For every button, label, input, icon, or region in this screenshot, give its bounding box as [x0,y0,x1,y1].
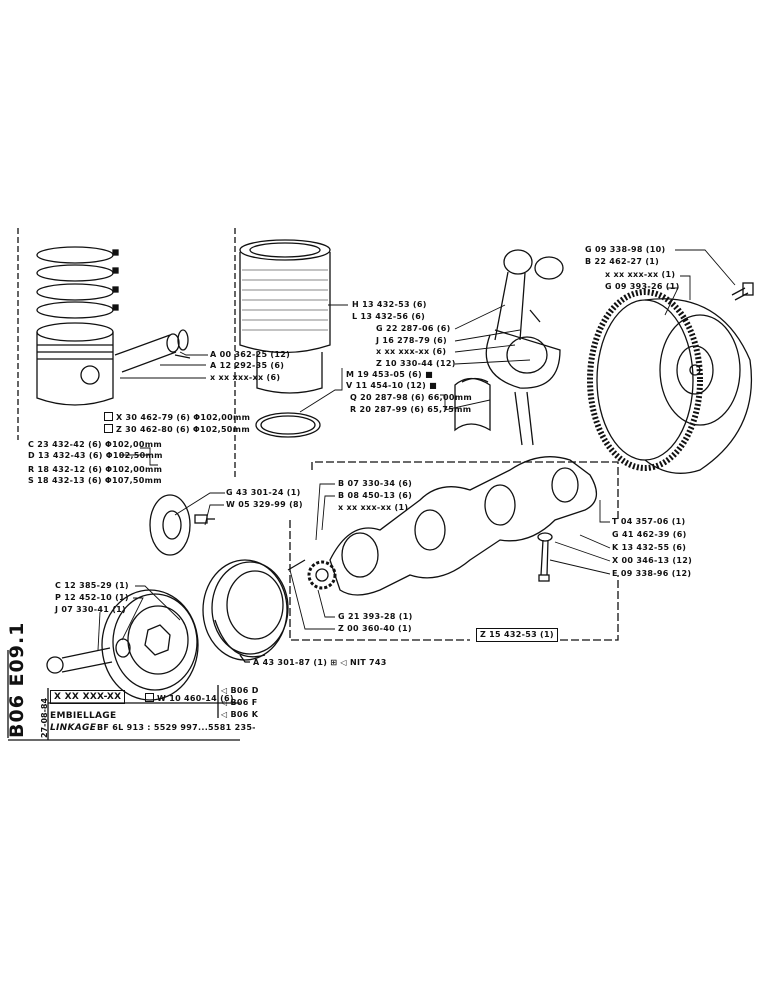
crankshaft [307,456,597,596]
part-label: G 41 462-39 (6) [612,530,687,539]
title-english: LINKAGE [50,723,97,733]
part-label: G 09 338-98 (10) [585,245,666,254]
part-label: A 12 292-35 (6) [210,361,285,370]
part-label: P 12 452-10 (1) [55,593,129,602]
part-label: L 13 432-56 (6) [352,312,426,321]
connecting-rod [485,249,564,446]
piston-group-frame [17,228,236,480]
part-label: B 07 330-34 (6) [338,479,413,488]
part-label: R 18 432-12 (6) Φ102,00mm [28,465,163,474]
checkbox-square-icon [145,693,154,702]
part-label: R 20 287-99 (6) 65,75mm [350,405,472,414]
part-label: V 11 454-10 (12) ■ [346,381,438,390]
part-label: W 05 329-99 (8) [226,500,303,509]
piston [36,322,114,406]
part-number: A 43 301-87 (1) ⊞ [253,658,338,667]
part-ref-box: X XX XXX-XX [50,690,126,704]
part-label: B 22 462-27 (1) [585,257,660,266]
part-label: G 09 393-26 (1) [605,282,680,291]
sheet-date-text: 27-08-84 [40,697,49,738]
part-label-x-option: X 30 462-79 (6) Φ102,00mm [104,412,250,423]
part-label: M 19 453-05 (6) ■ [346,370,433,379]
piston-pin [114,329,191,373]
part-label: G 21 393-28 (1) [338,612,413,621]
part-label: T 04 357-06 (1) [612,517,686,526]
pulley-bolt [46,647,113,674]
checkbox-square-icon [104,412,113,421]
part-label: x xx xxx-xx (6) [210,373,281,382]
part-label: x xx xxx-xx (1) [338,503,409,512]
part-label: X 00 346-13 (12) [612,556,693,565]
leaders-left [120,351,208,466]
part-label: A 00 362-25 (12) [210,350,291,359]
part-label: D 13 432-43 (6) Φ102,50mm [28,451,163,460]
part-label: B 08 450-13 (6) [338,491,413,500]
part-label: Q 20 287-98 (6) 66,00mm [350,393,472,402]
part-label: S 18 432-13 (6) Φ107,50mm [28,476,162,485]
cross-ref-b06-f: ◁ B06 F [221,698,258,707]
crankshaft-frame [289,461,619,641]
part-label: G 43 301-24 (1) [226,488,301,497]
piston-rings [36,246,119,319]
part-label: x xx xxx-xx (6) [376,347,447,356]
cylinder-liner [239,239,331,438]
kit-label: W 10 460-14 (6) [145,693,234,704]
part-label: G 22 287-06 (6) [376,324,451,333]
part-label: x xx xxx-xx (1) [605,270,676,279]
bearing-shells [454,377,491,432]
part-label-z-option: Z 30 462-80 (6) Φ102,50mm [104,424,250,435]
part-number: Z 30 462-80 (6) Φ102,50mm [116,425,250,434]
part-label: Z 10 330-44 (12) [376,359,456,368]
part-number: X 30 462-79 (6) Φ102,00mm [116,413,251,422]
vibration-damper [202,559,306,663]
part-label: J 07 330-41 (1) [55,605,126,614]
crankshaft-assembly-label: Z 15 432-53 (1) [476,628,558,642]
flywheel [587,282,754,474]
part-label: K 13 432-55 (6) [612,543,687,552]
part-label: Z 00 360-40 (1) [338,624,412,633]
damper-label: A 43 301-87 (1) ⊞ ◁ NIT 743 [253,658,387,668]
part-label: C 23 432-42 (6) Φ102,00mm [28,440,163,449]
leaders-pulley [97,585,181,651]
sheet-code: B06 E09.1 [6,622,36,738]
checkbox-square-icon [104,424,113,433]
part-label: J 16 278-79 (6) [376,336,447,345]
leaders-center [174,483,611,630]
crankshaft-pulley [101,589,199,701]
leaders-middle [299,304,531,413]
part-label: C 12 385-29 (1) [55,581,129,590]
kit-number: W 10 460-14 (6) [157,694,234,703]
sheet-code-text: B06 E09.1 [6,621,28,738]
reference-note: ◁ NIT 743 [340,658,387,667]
cross-ref-b06-d: ◁ B06 D [221,686,259,695]
seal-plate [149,494,215,556]
bearing-cap-bolt [537,532,553,582]
part-label: E 09 338-96 (12) [612,569,692,578]
engine-serial-range: BF 6L 913 : 5529 997...5581 235- [97,723,256,732]
part-label: H 13 432-53 (6) [352,300,427,309]
title-french: EMBIELLAGE [50,711,117,721]
leaders-flywheel [664,249,736,316]
cross-ref-b06-k: ◁ B06 K [221,710,259,719]
